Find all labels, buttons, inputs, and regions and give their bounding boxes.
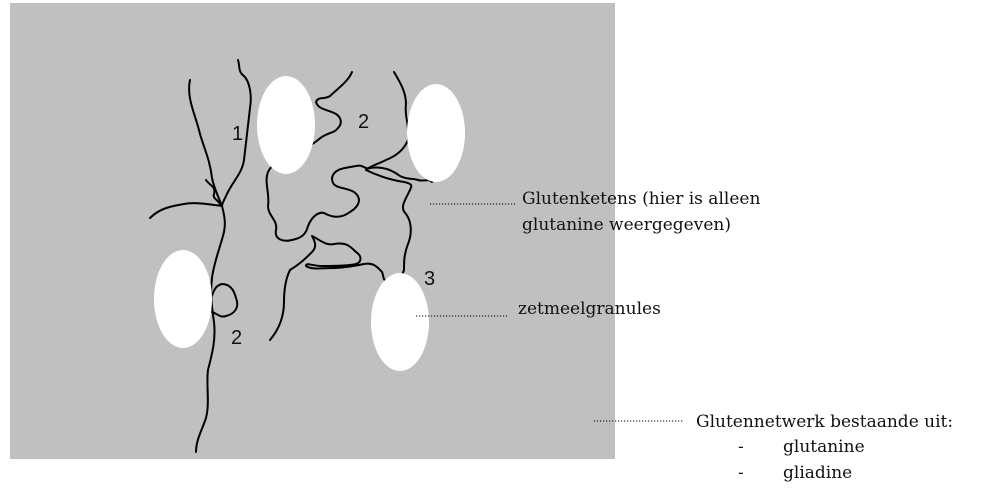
component-name: glutanine [783, 437, 865, 457]
list-item: -glutanine [738, 434, 865, 460]
starch-granule [407, 84, 465, 182]
number-label-2-top: 2 [358, 111, 369, 133]
list-item: -gliadine [738, 460, 865, 486]
starch-granule [371, 273, 429, 371]
component-name: gliadine [783, 463, 852, 483]
gluten-chains-label-line-2: glutanine weergegeven) [522, 212, 760, 238]
list-bullet: - [738, 460, 783, 486]
starch-granule [154, 250, 212, 348]
gluten-network-label: Glutennetwerk bestaande uit: [696, 409, 953, 435]
number-label-1: 1 [232, 123, 243, 145]
number-label-3: 3 [424, 268, 435, 290]
network-components-list: -glutanine -gliadine [738, 434, 865, 486]
number-label-2-bottom: 2 [231, 327, 242, 349]
starch-granule [257, 76, 315, 174]
gluten-chains-label: Glutenketens (hier is alleen glutanine w… [522, 186, 760, 238]
gluten-chains-label-line-1: Glutenketens (hier is alleen [522, 186, 760, 212]
list-bullet: - [738, 434, 783, 460]
starch-granules-label: zetmeelgranules [518, 296, 661, 322]
